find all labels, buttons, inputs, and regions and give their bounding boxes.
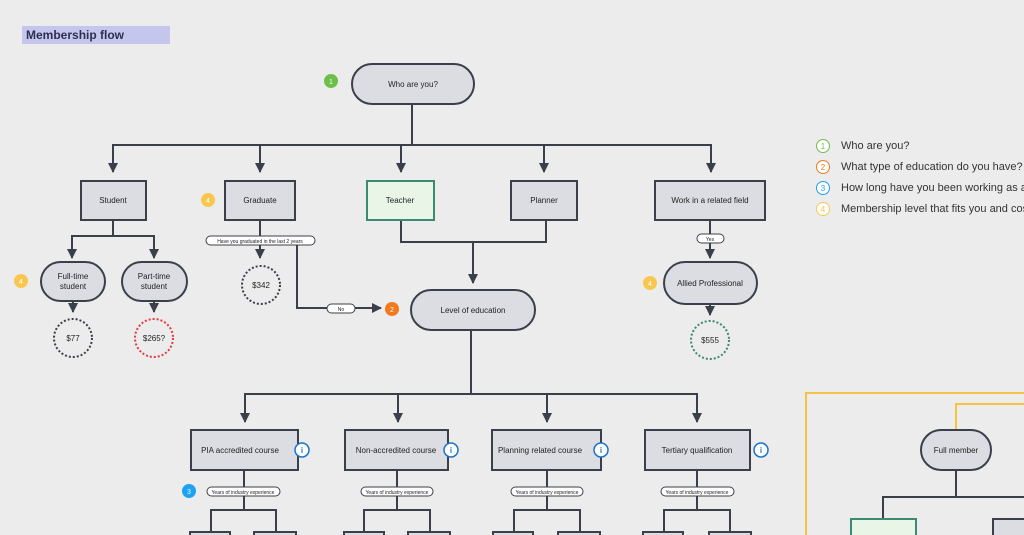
pill-years-experience: Years of industry experience: [360, 486, 434, 497]
node-level-of-education[interactable]: Level of education: [410, 289, 536, 331]
pill-years-experience: Years of industry experience: [510, 486, 584, 497]
price-342: $342: [241, 265, 281, 305]
svg-text:Work in a related field: Work in a related field: [671, 196, 748, 205]
node-pia-accredited-course[interactable]: PIA accredited course: [190, 429, 299, 471]
legend-label: How long have you been working as a p: [841, 182, 1024, 194]
node-tertiary-qualification[interactable]: Tertiary qualification: [644, 429, 751, 471]
svg-text:i: i: [600, 446, 602, 455]
legend-item: 2 What type of education do you have?: [816, 157, 1024, 177]
svg-text:Non-accredited course: Non-accredited course: [356, 446, 437, 455]
svg-text:Years of industry experience: Years of industry experience: [366, 490, 429, 496]
svg-text:2: 2: [390, 307, 394, 314]
partial-green-box: [850, 518, 917, 535]
legend-label: What type of education do you have?: [841, 161, 1023, 173]
svg-text:No: No: [338, 307, 345, 313]
badge-4-fulltime: 4: [14, 274, 28, 288]
legend-label: Who are you?: [841, 140, 910, 152]
svg-text:Planning related course: Planning related course: [498, 446, 583, 455]
svg-text:$342: $342: [252, 281, 270, 290]
svg-text:4: 4: [206, 198, 210, 205]
pill-yes: Yes: [696, 233, 725, 244]
info-icon[interactable]: i: [443, 442, 459, 458]
svg-text:student: student: [141, 282, 168, 291]
svg-text:Allied Professional: Allied Professional: [677, 279, 743, 288]
node-allied-professional[interactable]: Allied Professional: [663, 261, 758, 305]
pill-years-experience: Years of industry experience: [660, 486, 735, 497]
page-title: Membership flow: [22, 26, 170, 44]
badge-4-allied: 4: [643, 276, 657, 290]
svg-text:Planner: Planner: [530, 196, 558, 205]
yellow-frame: [805, 392, 1024, 535]
svg-text:Years of industry experience: Years of industry experience: [212, 490, 275, 496]
badge-2: 2: [385, 302, 399, 316]
legend-badge: 1: [816, 139, 830, 153]
svg-text:4: 4: [19, 279, 23, 286]
node-graduate[interactable]: Graduate: [224, 180, 296, 221]
price-77: $77: [53, 318, 93, 358]
node-planner[interactable]: Planner: [510, 180, 578, 221]
svg-text:Full-time: Full-time: [58, 272, 89, 281]
pill-graduated-last-2-years: Have you graduated in the last 2 years: [205, 235, 316, 246]
svg-text:$77: $77: [66, 334, 80, 343]
node-teacher[interactable]: Teacher: [366, 180, 435, 221]
legend-label: Membership level that fits you and cost: [841, 203, 1024, 215]
svg-text:Student: Student: [99, 196, 127, 205]
svg-text:Part-time: Part-time: [138, 272, 171, 281]
info-icon[interactable]: i: [593, 442, 609, 458]
node-fulltime-student[interactable]: Full-time student: [40, 261, 106, 302]
svg-text:i: i: [301, 446, 303, 455]
svg-text:3: 3: [187, 489, 191, 496]
svg-text:Years of industry experience: Years of industry experience: [516, 490, 579, 496]
badge-1: 1: [324, 74, 338, 88]
info-icon[interactable]: i: [753, 442, 769, 458]
pill-no: No: [326, 303, 356, 314]
svg-text:PIA accredited course: PIA accredited course: [201, 446, 279, 455]
svg-text:Tertiary qualification: Tertiary qualification: [662, 446, 733, 455]
node-planning-related-course[interactable]: Planning related course: [491, 429, 602, 471]
node-student[interactable]: Student: [80, 180, 147, 221]
svg-text:i: i: [450, 446, 452, 455]
svg-text:$555: $555: [701, 336, 719, 345]
svg-text:Teacher: Teacher: [386, 196, 415, 205]
svg-text:Yes: Yes: [706, 237, 715, 243]
legend-badge: 4: [816, 202, 830, 216]
info-icon[interactable]: i: [294, 442, 310, 458]
node-who-are-you[interactable]: Who are you?: [351, 63, 475, 105]
svg-text:Level of education: Level of education: [441, 306, 506, 315]
legend-badge: 3: [816, 181, 830, 195]
svg-text:$265?: $265?: [143, 334, 166, 343]
svg-text:Who are you?: Who are you?: [388, 80, 438, 89]
node-non-accredited-course[interactable]: Non-accredited course: [344, 429, 449, 471]
svg-text:4: 4: [648, 281, 652, 288]
svg-text:student: student: [60, 282, 87, 291]
price-555: $555: [690, 320, 730, 360]
legend-item: 4 Membership level that fits you and cos…: [816, 199, 1024, 219]
legend-badge: 2: [816, 160, 830, 174]
legend-item: 3 How long have you been working as a p: [816, 178, 1024, 198]
node-parttime-student[interactable]: Part-time student: [121, 261, 188, 302]
svg-text:Full member: Full member: [934, 446, 979, 455]
svg-text:Graduate: Graduate: [243, 196, 277, 205]
badge-3: 3: [182, 484, 196, 498]
node-full-member[interactable]: Full member: [920, 429, 992, 471]
svg-text:i: i: [760, 446, 762, 455]
legend-item: 1 Who are you?: [816, 136, 1024, 156]
badge-4-graduate: 4: [201, 193, 215, 207]
node-work-related-field[interactable]: Work in a related field: [654, 180, 766, 221]
pill-years-experience: Years of industry experience: [206, 486, 281, 497]
price-265: $265?: [134, 318, 174, 358]
legend: 1 Who are you? 2 What type of education …: [816, 136, 1024, 220]
connectors: [67, 104, 1024, 535]
svg-text:Have you graduated in the last: Have you graduated in the last 2 years: [217, 239, 303, 245]
svg-text:Years of industry experience: Years of industry experience: [666, 490, 729, 496]
svg-text:1: 1: [329, 79, 333, 86]
partial-boxes: [189, 518, 1024, 535]
